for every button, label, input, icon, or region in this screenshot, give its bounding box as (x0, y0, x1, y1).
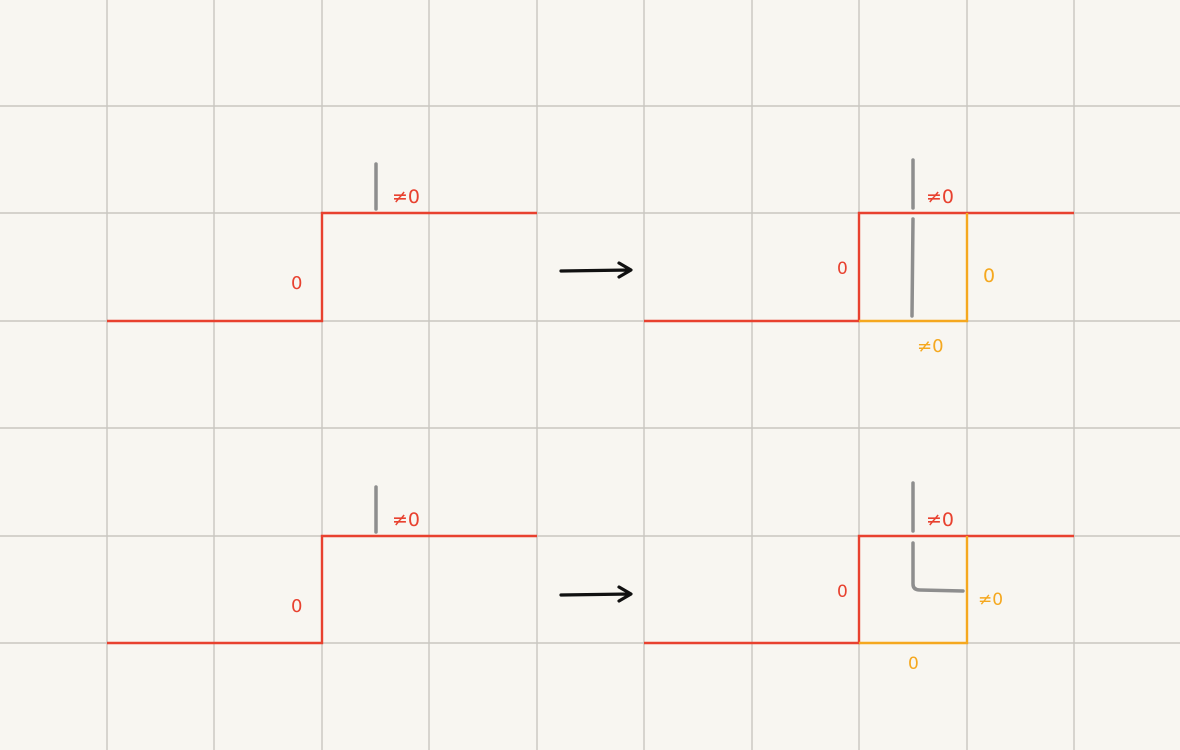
top-left-figure: ≠0 0 (107, 162, 537, 323)
gray-mark (910, 217, 915, 318)
bottom-arrow (559, 585, 633, 603)
label-red-zero: 0 (837, 259, 848, 279)
red-step-path (644, 534, 1074, 645)
label-zero: 0 (291, 273, 302, 294)
red-step-path (107, 211, 537, 323)
gray-corner-mark (911, 541, 965, 593)
label-red-nonzero: ≠0 (926, 186, 954, 208)
bottom-left-figure: ≠0 0 (107, 485, 537, 645)
red-step-path (107, 534, 537, 645)
arrow-icon (559, 261, 633, 279)
label-orange-zero: 0 (908, 654, 919, 674)
label-orange-nonzero: ≠0 (978, 590, 1003, 610)
orange-cell-border (859, 213, 969, 323)
label-red-nonzero: ≠0 (926, 509, 954, 531)
top-right-figure: ≠0 0 0 ≠0 (644, 158, 1074, 357)
orange-cell-border (859, 536, 969, 645)
label-red-zero: 0 (837, 582, 848, 602)
bottom-right-figure: ≠0 0 ≠0 0 (644, 481, 1074, 674)
arrow-icon (559, 585, 633, 603)
label-nonzero: ≠0 (392, 509, 420, 531)
red-step-path (644, 211, 1074, 323)
label-orange-nonzero: ≠0 (917, 336, 944, 357)
top-arrow (559, 261, 633, 279)
label-nonzero: ≠0 (392, 186, 420, 208)
label-orange-zero: 0 (983, 265, 995, 287)
label-zero: 0 (291, 596, 302, 617)
